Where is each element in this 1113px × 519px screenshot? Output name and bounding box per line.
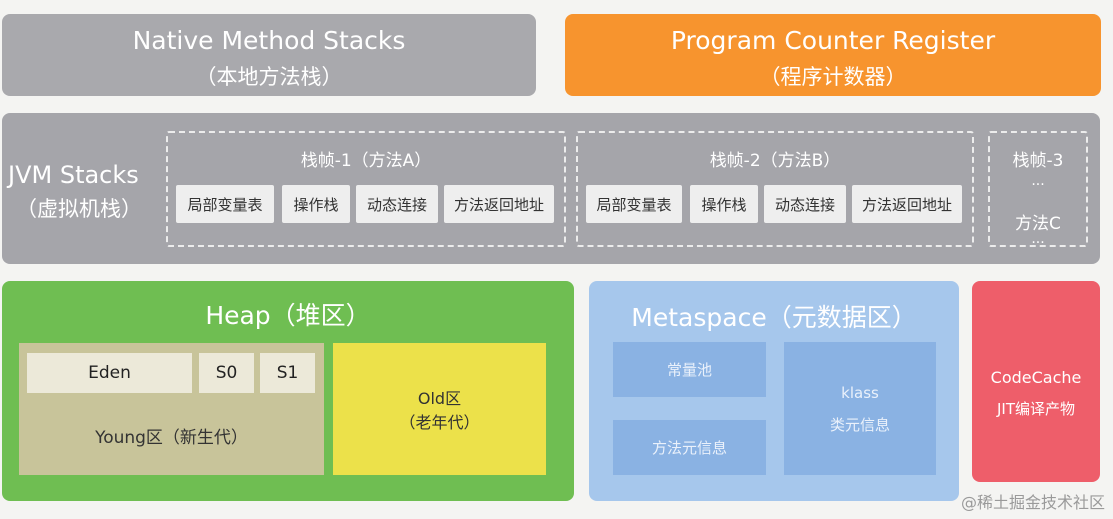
survivor-0: S0 xyxy=(199,353,254,393)
constant-pool: 常量池 xyxy=(613,342,766,397)
method-info: 方法元信息 xyxy=(613,420,766,475)
stack-frame-1-title: 栈帧-1（方法A） xyxy=(300,151,432,171)
native-method-stacks: Native Method Stacks （本地方法栈） xyxy=(2,14,536,96)
stack-frame-3: 栈帧-3 ... 方法C ... xyxy=(988,131,1088,247)
class-info-label: 类元信息 xyxy=(829,415,890,434)
stack-frame-3-title: 栈帧-3 xyxy=(1012,151,1064,171)
young-generation: Eden S0 S1 Young区（新生代） xyxy=(19,343,324,475)
native-subtitle: （本地方法栈） xyxy=(195,65,343,89)
klass-label: klass xyxy=(841,383,879,402)
jvm-stacks: JVM Stacks （虚拟机栈） 栈帧-1（方法A） 局部变量表 操作栈 动态… xyxy=(2,113,1100,264)
young-generation-label: Young区（新生代） xyxy=(95,428,248,448)
old-generation-label: Old区 xyxy=(417,389,462,408)
ellipsis-top: ... xyxy=(1031,173,1045,189)
klass-box: klass 类元信息 xyxy=(784,342,936,475)
native-title: Native Method Stacks xyxy=(132,26,406,55)
metaspace: Metaspace（元数据区） 常量池 方法元信息 klass 类元信息 xyxy=(589,281,959,501)
heap: Heap（堆区） Eden S0 S1 Young区（新生代） Old区 （老年… xyxy=(2,281,574,501)
eden: Eden xyxy=(27,353,192,393)
return-address: 方法返回地址 xyxy=(852,185,962,223)
ellipsis-bottom: ... xyxy=(1031,231,1045,247)
jvm-stacks-label: JVM Stacks xyxy=(8,161,139,189)
old-generation: Old区 （老年代） xyxy=(333,343,546,475)
dynamic-linking: 动态连接 xyxy=(764,185,846,223)
return-address: 方法返回地址 xyxy=(444,185,554,223)
local-variable-table: 局部变量表 xyxy=(586,185,682,223)
code-cache-label: CodeCache xyxy=(990,368,1082,387)
jvm-stacks-sublabel: （虚拟机栈） xyxy=(16,197,142,221)
program-counter-register: Program Counter Register （程序计数器） xyxy=(565,14,1101,96)
local-variable-table: 局部变量表 xyxy=(176,185,274,223)
survivor-1: S1 xyxy=(260,353,315,393)
dynamic-linking: 动态连接 xyxy=(356,185,438,223)
pcr-title: Program Counter Register xyxy=(670,26,996,55)
operand-stack: 操作栈 xyxy=(690,185,758,223)
stack-frame-3-method: 方法C xyxy=(1015,214,1061,234)
metaspace-title: Metaspace（元数据区） xyxy=(631,303,917,332)
stack-frame-1: 栈帧-1（方法A） 局部变量表 操作栈 动态连接 方法返回地址 xyxy=(166,131,566,247)
old-generation-sublabel: （老年代） xyxy=(399,413,480,432)
operand-stack: 操作栈 xyxy=(282,185,350,223)
jit-output-label: JIT编译产物 xyxy=(996,400,1075,418)
code-cache: CodeCache JIT编译产物 xyxy=(972,281,1100,482)
watermark: @稀土掘金技术社区 xyxy=(960,493,1105,512)
pcr-subtitle: （程序计数器） xyxy=(759,65,907,89)
heap-title: Heap（堆区） xyxy=(205,301,371,330)
stack-frame-2: 栈帧-2（方法B） 局部变量表 操作栈 动态连接 方法返回地址 xyxy=(576,131,974,247)
stack-frame-2-title: 栈帧-2（方法B） xyxy=(709,151,841,171)
